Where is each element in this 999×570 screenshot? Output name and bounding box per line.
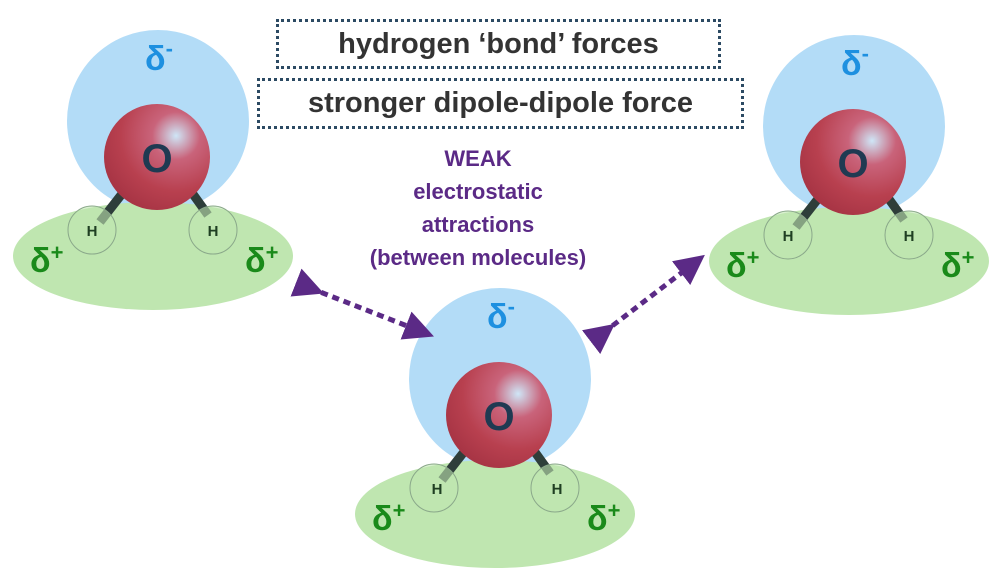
hydrogen-label: H	[87, 223, 98, 240]
hydrogen-label: H	[904, 228, 915, 245]
delta-plus-label: δ+	[941, 245, 974, 285]
double-arrow-left	[290, 268, 434, 340]
weak-line: electrostatic	[413, 179, 543, 204]
delta-plus-label: δ+	[587, 498, 620, 538]
oxygen-label: O	[141, 137, 172, 181]
oxygen-label: O	[837, 142, 868, 186]
delta-plus-label: δ+	[30, 240, 63, 280]
hydrogen-label: H	[432, 481, 443, 498]
hydrogen-label: H	[783, 228, 794, 245]
delta-plus-label: δ+	[726, 245, 759, 285]
delta-plus-label: δ+	[372, 498, 405, 538]
molecule-left: O H H δ- δ+ δ+	[13, 30, 293, 310]
oxygen-label: O	[483, 395, 514, 439]
double-arrow-right	[581, 254, 705, 355]
hydrogen-label: H	[208, 223, 219, 240]
dipole-force-title-box: stronger dipole-dipole force	[257, 78, 744, 129]
hydrogen-bond-title-box: hydrogen ‘bond’ forces	[276, 19, 721, 69]
delta-plus-label: δ+	[245, 240, 278, 280]
delta-minus-label: δ-	[487, 294, 515, 336]
molecule-middle: O H H δ- δ+ δ+	[355, 288, 635, 568]
weak-line: attractions	[421, 212, 535, 237]
delta-minus-label: δ-	[841, 41, 869, 83]
weak-line: (between molecules)	[369, 245, 587, 270]
hydrogen-label: H	[552, 481, 563, 498]
weak-line: WEAK	[444, 146, 512, 171]
weak-attractions-label: WEAK electrostatic attractions (between …	[318, 142, 638, 274]
molecule-right: O H H δ- δ+ δ+	[709, 35, 989, 315]
delta-minus-label: δ-	[145, 36, 173, 78]
